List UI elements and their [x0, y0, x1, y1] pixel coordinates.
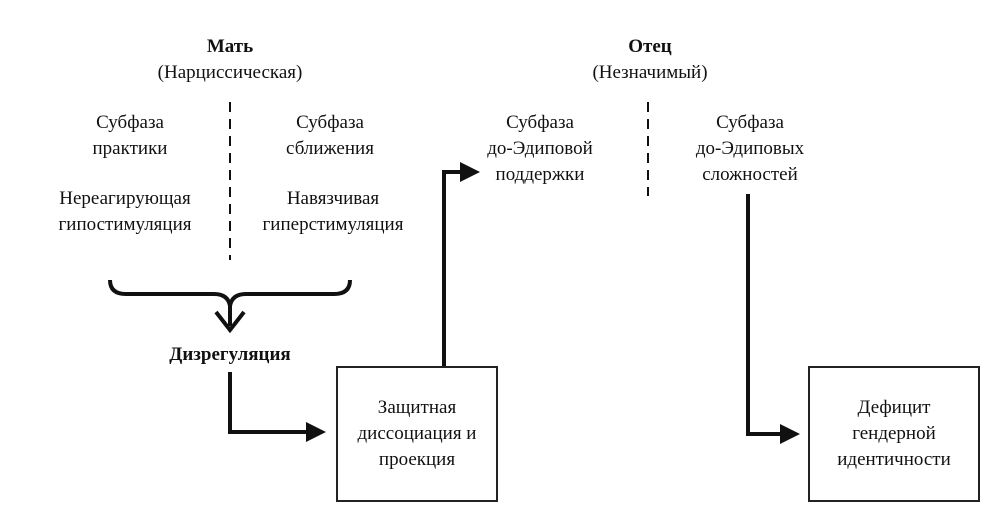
defensive-dissociation-box: Защитная диссоциация и проекция: [336, 366, 498, 502]
dysregulation-label: Дизрегуляция: [169, 344, 291, 365]
mother-left-effect: Нереагирующая гипостимуляция: [58, 188, 192, 235]
brace-down-arrowhead: [214, 310, 246, 334]
mother-brace: [108, 279, 352, 307]
father-subtitle: (Незначимый): [592, 62, 708, 83]
father-left-phase: Субфаза до-Эдиповой поддержки: [487, 112, 593, 185]
defensive-dissociation-label: Защитная диссоциация и проекция: [357, 397, 477, 470]
dysregulation-to-box-arrowhead: [306, 422, 326, 442]
gender-identity-deficit-box: Дефицит гендерной идентичности: [808, 366, 980, 502]
mother-subtitle: (Нарциссическая): [157, 62, 303, 83]
father-right-phase: Субфаза до-Эдиповых сложностей: [695, 112, 805, 185]
mother-right-effect: Навязчивая гиперстимуляция: [262, 188, 404, 235]
father-to-deficit-arrowhead: [780, 424, 800, 444]
father-to-deficit-arrow: [746, 194, 790, 436]
box-to-father-arrowhead: [460, 162, 480, 182]
box-to-father-arrow: [442, 170, 470, 366]
mother-title: Мать: [206, 36, 254, 57]
mother-right-phase: Субфаза сближения: [286, 112, 374, 159]
mother-left-phase: Субфаза практики: [92, 112, 168, 159]
dysregulation-to-box-arrow: [228, 372, 318, 434]
gender-identity-deficit-label: Дефицит гендерной идентичности: [837, 397, 951, 470]
father-title: Отец: [628, 36, 672, 57]
